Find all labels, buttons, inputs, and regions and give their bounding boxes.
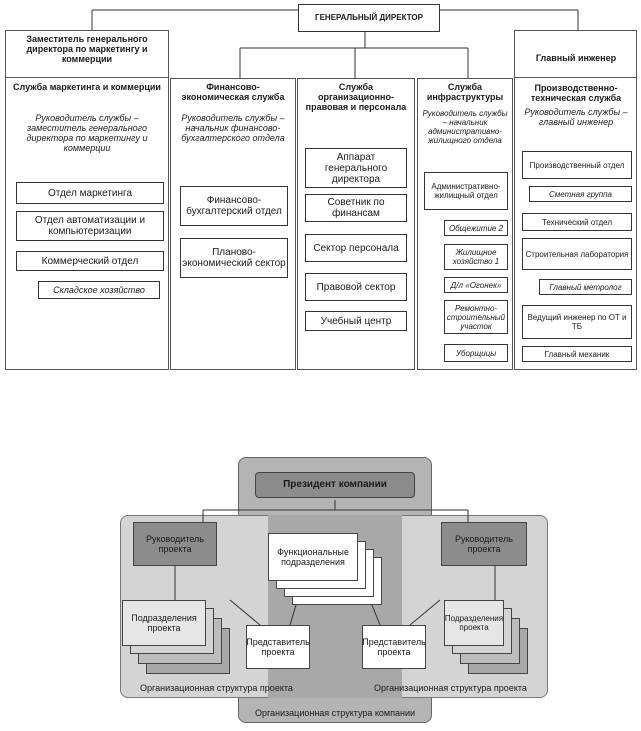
finance-unit-1: Планово-экономический сектор bbox=[180, 238, 288, 278]
tech-unit-2: Технический отдел bbox=[522, 213, 632, 231]
tech-unit-6: Главный механик bbox=[522, 346, 632, 362]
project-representative-right: Представитель проекта bbox=[362, 625, 426, 669]
finance-unit-0: Финансово-бухгалтерский отдел bbox=[180, 186, 288, 226]
legal-unit-0: Аппарат генерального директора bbox=[305, 148, 407, 188]
finance-service-head: Руководитель службы – начальник финансов… bbox=[181, 113, 285, 143]
project-structure-left-caption: Организационная структура проекта bbox=[140, 683, 293, 693]
infra-subunit-1: Жилищное хозяйство 1 bbox=[444, 244, 508, 270]
legal-unit-1: Советник по финансам bbox=[305, 194, 407, 222]
tech-service-head: Руководитель службы – главный инженер bbox=[524, 107, 628, 127]
project-manager-left: Руководитель проекта bbox=[133, 522, 217, 566]
general-director-box: ГЕНЕРАЛЬНЫЙ ДИРЕКТОР bbox=[298, 4, 440, 32]
marketing-unit-1: Отдел автоматизации и компьютеризации bbox=[16, 211, 164, 241]
infra-unit: Административно-жилищный отдел bbox=[424, 172, 508, 210]
company-structure-caption: Организационная структура компании bbox=[254, 708, 416, 718]
tech-service-title: Производственно-техническая служба bbox=[530, 83, 622, 103]
marketing-subunit: Складское хозяйство bbox=[38, 281, 160, 299]
tech-unit-3: Строительная лаборатория bbox=[522, 238, 632, 270]
legal-unit-4: Учебный центр bbox=[305, 311, 407, 331]
project-manager-right: Руководитель проекта bbox=[441, 522, 527, 566]
infra-subunit-3: Ремонтно-строительный участок bbox=[444, 300, 508, 334]
finance-service-title: Финансово-экономическая служба bbox=[181, 82, 285, 102]
project-subdivisions-right: Подразделения проекта bbox=[444, 600, 504, 646]
marketing-service-head: Руководитель службы – заместитель генера… bbox=[26, 113, 148, 153]
project-subdivisions-left: Подразделения проекта bbox=[122, 600, 206, 646]
infra-subunit-0: Общежитие 2 bbox=[444, 220, 508, 236]
legal-service-title: Служба организационно-правовая и персона… bbox=[305, 82, 407, 112]
project-representative-left: Представитель проекта bbox=[246, 625, 310, 669]
deputy-title: Заместитель генерального директора по ма… bbox=[26, 34, 148, 64]
tech-unit-5: Ведущий инженер по ОТ и ТБ bbox=[522, 305, 632, 339]
infra-subunit-2: Д/л «Огонек» bbox=[444, 277, 508, 293]
tech-unit-0: Производственный отдел bbox=[522, 151, 632, 179]
infra-service-head: Руководитель службы – начальник админист… bbox=[422, 109, 508, 145]
marketing-service-title: Служба маркетинга и коммерции bbox=[13, 82, 161, 92]
chief-engineer-title: Главный инженер bbox=[535, 53, 617, 63]
legal-unit-2: Сектор персонала bbox=[305, 234, 407, 262]
president-box: Президент компании bbox=[255, 472, 415, 498]
project-structure-right-caption: Организационная структура проекта bbox=[374, 683, 527, 693]
tech-unit-1: Сметная группа bbox=[529, 186, 632, 202]
legal-unit-3: Правовой сектор bbox=[305, 273, 407, 301]
infra-service-title: Служба инфраструктуры bbox=[426, 82, 504, 102]
tech-unit-4: Главный метролог bbox=[539, 279, 632, 295]
marketing-unit-2: Коммерческий отдел bbox=[16, 251, 164, 271]
marketing-unit-0: Отдел маркетинга bbox=[16, 182, 164, 204]
infra-subunit-4: Уборщицы bbox=[444, 344, 508, 362]
functional-divisions-box: Функциональные подразделения bbox=[268, 533, 358, 581]
